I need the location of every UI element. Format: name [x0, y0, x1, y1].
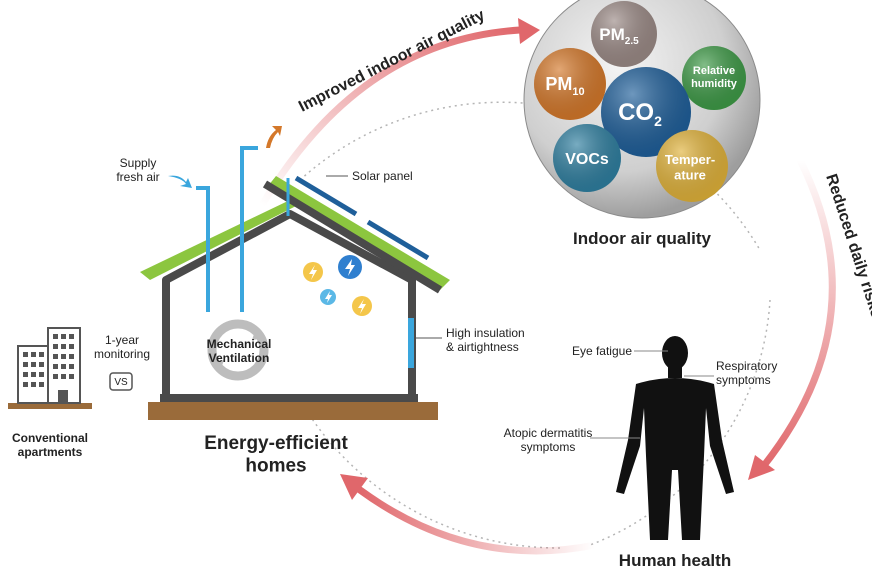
- solar-panel-icon: [294, 175, 430, 261]
- svg-text:Temper-ature: Temper-ature: [665, 152, 715, 182]
- iaq-title: Indoor air quality: [573, 229, 711, 248]
- pm25-bubble: PM2.5: [591, 1, 657, 67]
- improved-iaq-arrowhead: [518, 18, 540, 44]
- human-silhouette-icon: [616, 336, 734, 540]
- supply-air-arrow-icon: [168, 175, 192, 188]
- text-line: apartments: [18, 445, 83, 459]
- ventilation-cycle-icon: [207, 319, 269, 381]
- vs-badge: [109, 372, 133, 391]
- pm10-bubble: PM10: [534, 48, 606, 120]
- text-line: Ventilation: [209, 351, 270, 365]
- return-arrowhead: [340, 474, 368, 500]
- vocs-bubble: VOCs: [553, 124, 621, 192]
- exhaust-pipe: [240, 146, 258, 312]
- text-line: Respiratory: [716, 359, 777, 373]
- insulation-label: High insulation& airtightness: [446, 326, 525, 354]
- text-line: & airtightness: [446, 340, 519, 354]
- text-line: Relative: [693, 65, 735, 77]
- text-line: ature: [674, 167, 706, 182]
- ground-slab: [148, 402, 438, 420]
- temperature-bubble: Temper-ature: [656, 130, 728, 202]
- text-line: symptoms: [521, 440, 576, 454]
- supply-pipe: [196, 186, 210, 312]
- eye-fatigue-label: Eye fatigue: [572, 344, 632, 358]
- svg-text:VOCs: VOCs: [565, 151, 609, 168]
- co2-bubble: CO2: [601, 67, 691, 157]
- reduced-risk-arrowhead: [748, 455, 775, 480]
- text-line: Supply: [120, 156, 157, 170]
- improved-iaq-label: Improved indoor air quality: [296, 7, 488, 116]
- svg-text:PM2.5: PM2.5: [599, 25, 639, 47]
- vs-label: VS: [114, 377, 128, 388]
- text-line: Temper-: [665, 152, 715, 167]
- improved-iaq-arrow: [258, 26, 524, 209]
- text-line: Atopic dermatitis: [504, 426, 593, 440]
- text-line: monitoring: [94, 347, 150, 361]
- energy-bolt-icons: [303, 255, 372, 316]
- text-line: symptoms: [716, 373, 771, 387]
- text-line: humidity: [691, 78, 738, 90]
- house-illustration: [140, 126, 450, 420]
- text-line: 1-year: [105, 333, 139, 347]
- solar-panel-label: Solar panel: [352, 169, 413, 183]
- reduced-risk-arrow: [758, 156, 836, 472]
- svg-text:PM10: PM10: [545, 74, 584, 98]
- text-line: High insulation: [446, 326, 525, 340]
- return-arrow: [356, 486, 599, 555]
- text-line: Conventional: [12, 431, 88, 445]
- health-title: Human health: [619, 551, 731, 570]
- text-line: Mechanical: [207, 337, 272, 351]
- text-line: fresh air: [116, 170, 159, 184]
- exhaust-air-arrow-icon: [266, 126, 282, 148]
- dotted-cycle-ring: [299, 101, 771, 549]
- text-line: Energy-efficient: [204, 433, 348, 454]
- text-line: homes: [245, 455, 306, 476]
- svg-text:CO2: CO2: [618, 99, 662, 129]
- apartment-building-icon: [8, 327, 92, 409]
